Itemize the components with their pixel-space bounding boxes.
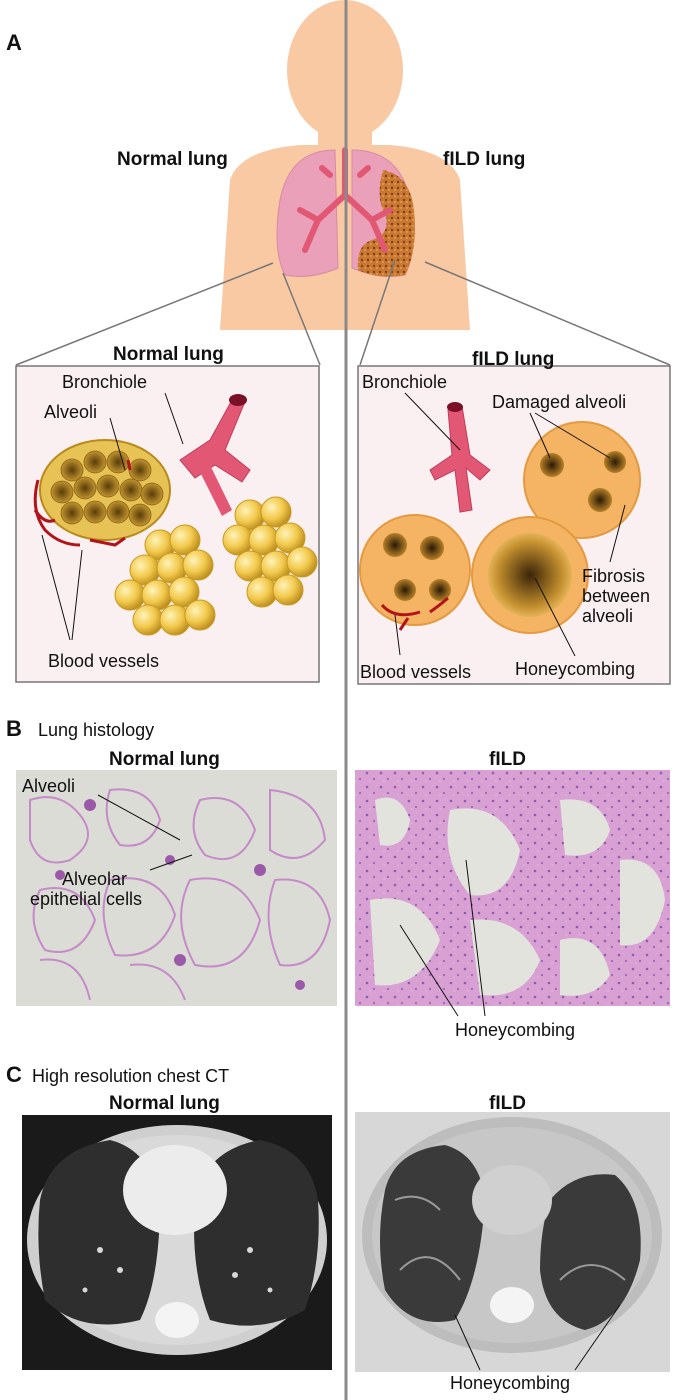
panel-c-fild-title: fILD [489,1093,526,1114]
honeycombing-label-a: Honeycombing [515,659,635,679]
callout-lines [15,259,671,366]
panel-b-fild-title: fILD [489,749,526,770]
fild-inset-leaders [394,392,626,657]
panel-b-title: Lung histology [38,720,154,740]
normal-alveoli-cross-section [39,439,171,541]
normal-alveoli-label: Alveoli [44,402,97,422]
normal-histology-image [16,770,337,1006]
panel-c-title: High resolution chest CT [32,1066,229,1086]
panel-a-letter: A [6,30,22,55]
honeycomb-cyst-icon [471,516,589,634]
ct-fild-leaders [454,1304,621,1371]
normal-inset-leaders [41,392,184,641]
panel-c-letter: C [6,1062,22,1087]
damaged-alveoli-label: Damaged alveoli [492,392,626,412]
normal-bronchiole-label: Bronchiole [62,372,147,392]
histology-normal-leaders [97,794,193,871]
histology-alveoli-label: Alveoli [22,776,75,796]
damaged-cluster-right [523,421,641,539]
normal-ct-image [22,1115,332,1370]
panel-b-letter: B [6,716,22,741]
histology-honeycombing-label: Honeycombing [455,1020,575,1040]
fild-fibrosis-patch [357,170,415,277]
normal-alveoli-clusters [33,439,318,636]
fild-histology-image [355,770,670,1006]
fibrosis-label-1: Fibrosis [582,566,645,586]
fild-bronchiole-label: Bronchiole [362,372,447,392]
fild-cluster-left [359,514,471,626]
fild-inset-title: fILD lung [472,349,554,370]
ct-honeycombing-label: Honeycombing [450,1373,570,1393]
fild-ct-image [355,1112,670,1372]
panel-b-normal-title: Normal lung [109,749,220,770]
histology-fild-leaders [399,859,486,1017]
normal-bronchiole-icon [179,394,251,516]
histology-alveolar-label-1: Alveolar [62,869,127,889]
panel-a-fild-title: fILD lung [443,149,525,170]
fibrosis-label-3: alveoli [582,606,633,626]
histology-alveolar-label-2: epithelial cells [30,889,142,909]
fild-blood-vessels-label: Blood vessels [360,662,471,682]
fild-bronchiole-icon [429,402,491,513]
panel-c-normal-title: Normal lung [109,1093,220,1114]
fild-alveoli-clusters [359,421,641,634]
normal-blood-vessels [33,459,132,547]
normal-blood-vessels-label: Blood vessels [48,651,159,671]
normal-inset-title: Normal lung [113,344,224,365]
fibrosis-label-2: between [582,586,650,606]
fild-blood-vessels [380,596,449,631]
panel-a-normal-title: Normal lung [117,149,228,170]
